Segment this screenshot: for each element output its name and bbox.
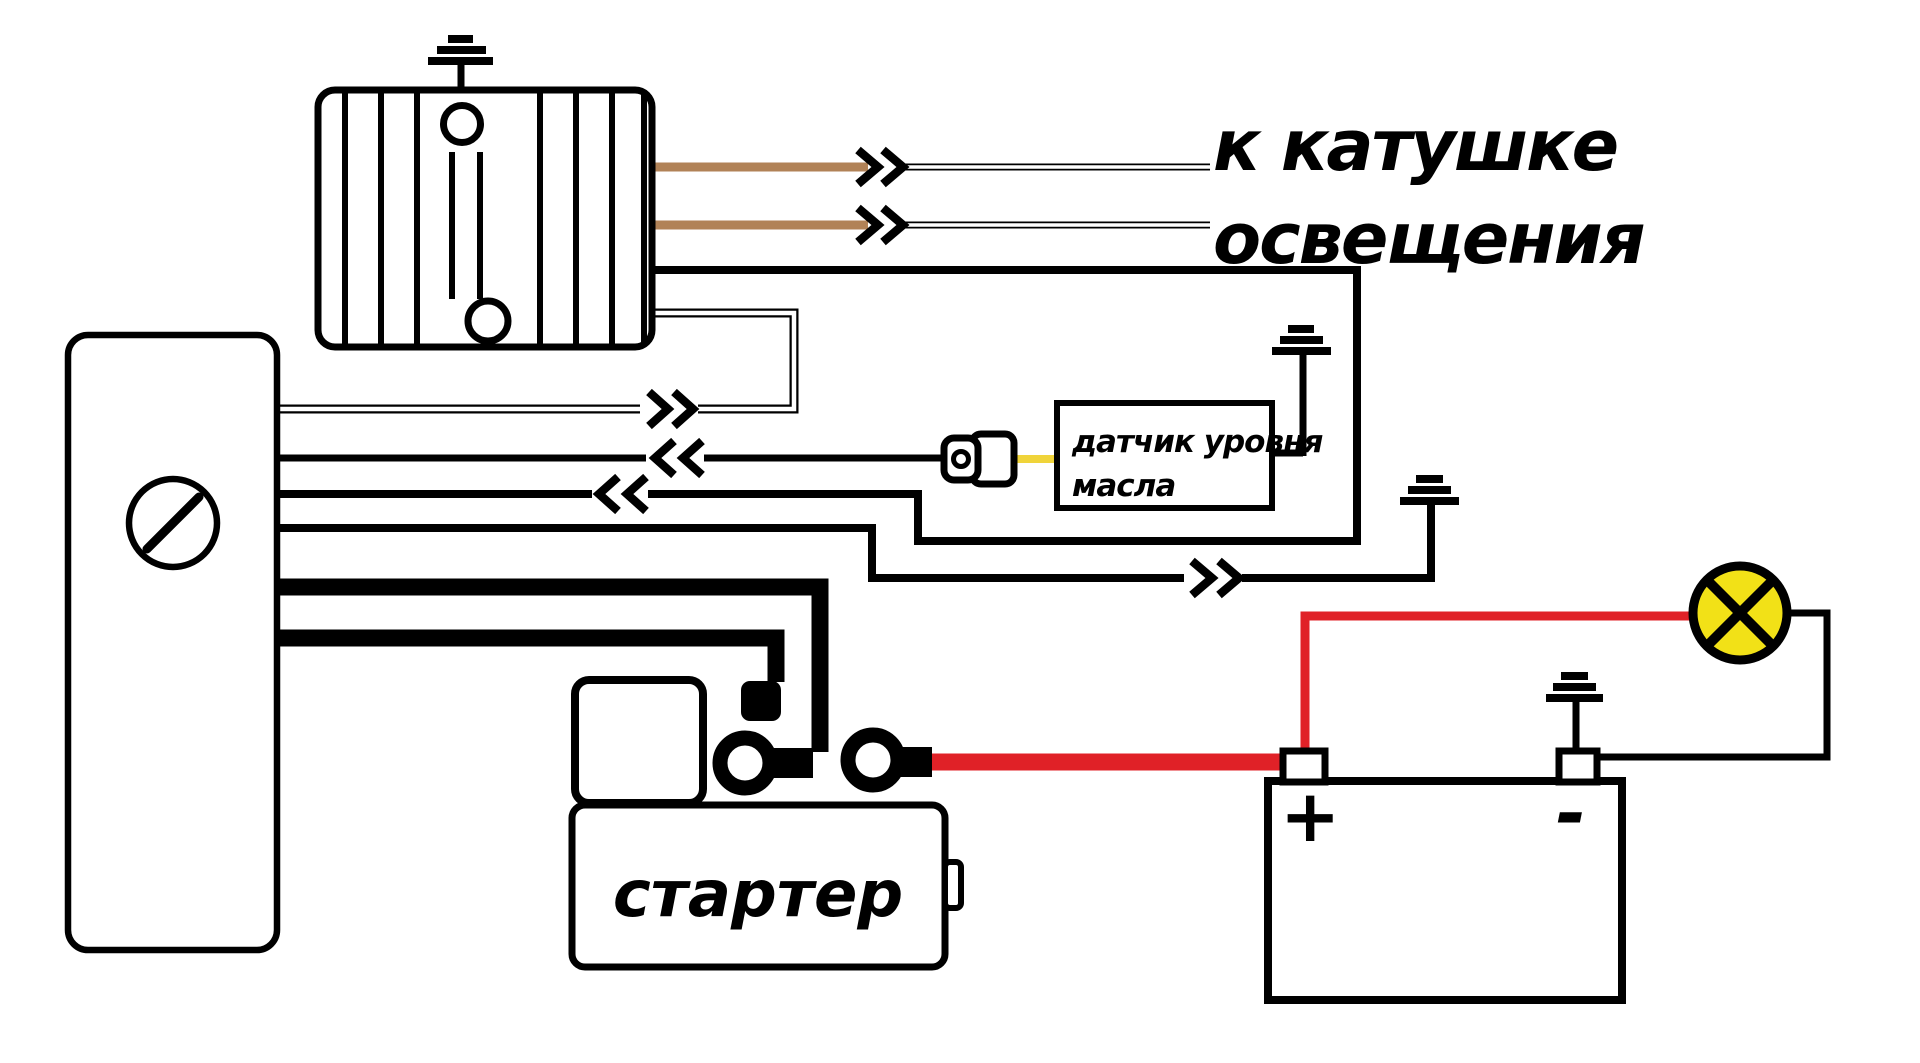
chevron-right-icon bbox=[646, 388, 675, 430]
connector-pin-icon bbox=[951, 449, 971, 469]
mounting-hole-bottom bbox=[464, 297, 512, 345]
oil-sensor-label-line1: датчик уровня bbox=[1071, 424, 1322, 460]
chevron-left-icon bbox=[592, 473, 621, 515]
chevron-left-icon bbox=[676, 437, 705, 479]
to-coil-label-line1: к катушке bbox=[1213, 105, 1617, 187]
engine-unit bbox=[64, 331, 281, 954]
battery-plus-terminal bbox=[1279, 747, 1329, 786]
battery: + - bbox=[1264, 747, 1626, 1004]
chevron-right-icon bbox=[855, 146, 885, 188]
oil-sensor-label-line2: масла bbox=[1072, 468, 1175, 504]
oil-sensor-box bbox=[1054, 400, 1275, 511]
chevron-right-icon bbox=[1216, 557, 1246, 599]
starter: стартер bbox=[568, 801, 964, 971]
battery-body bbox=[1264, 777, 1626, 1004]
lamp-cross-icon bbox=[1703, 576, 1777, 650]
chevron-right-icon bbox=[855, 204, 885, 246]
ground-symbol-regulator bbox=[428, 35, 493, 92]
mounting-hole-top bbox=[440, 102, 484, 146]
ground-symbol-engine bbox=[1400, 475, 1459, 505]
ring-terminal-icon bbox=[712, 730, 778, 796]
gauge-needle-icon bbox=[142, 492, 204, 554]
regulator-body bbox=[314, 86, 656, 351]
red-lamp-wire bbox=[1300, 611, 1694, 752]
relay-box bbox=[571, 676, 707, 807]
cable-end-connector bbox=[741, 681, 781, 721]
indicator-lamp bbox=[1688, 561, 1792, 665]
starter-label: стартер bbox=[613, 858, 903, 932]
ground-symbol-battery bbox=[1546, 672, 1603, 753]
engine-body bbox=[64, 331, 281, 954]
battery-minus-terminal bbox=[1555, 747, 1601, 786]
to-coil-label-line2: освещения bbox=[1213, 198, 1644, 280]
voltage-regulator bbox=[314, 86, 656, 351]
oil-level-sensor: датчик уровня масла bbox=[1054, 400, 1323, 511]
bullet-connector bbox=[940, 430, 1018, 488]
starter-cable-1 bbox=[262, 578, 829, 752]
chevron-right-icon bbox=[1189, 557, 1219, 599]
battery-minus-label: - bbox=[1556, 771, 1586, 855]
ring-terminal-icon bbox=[840, 727, 906, 793]
starter-side-tab bbox=[942, 859, 964, 911]
chevron-right-icon bbox=[880, 146, 910, 188]
chevron-right-icon bbox=[880, 204, 910, 246]
white-loop-wire-core bbox=[262, 310, 797, 412]
battery-plus-label: + bbox=[1280, 774, 1340, 858]
chevron-left-icon bbox=[620, 473, 649, 515]
chevron-left-icon bbox=[648, 437, 677, 479]
lamp-return-wire bbox=[1600, 609, 1831, 761]
regulator-engine-loop-wire bbox=[262, 266, 1361, 545]
chevron-right-icon bbox=[671, 388, 700, 430]
engine-ground-wire bbox=[262, 504, 1435, 582]
starter-cable-2 bbox=[262, 629, 785, 682]
